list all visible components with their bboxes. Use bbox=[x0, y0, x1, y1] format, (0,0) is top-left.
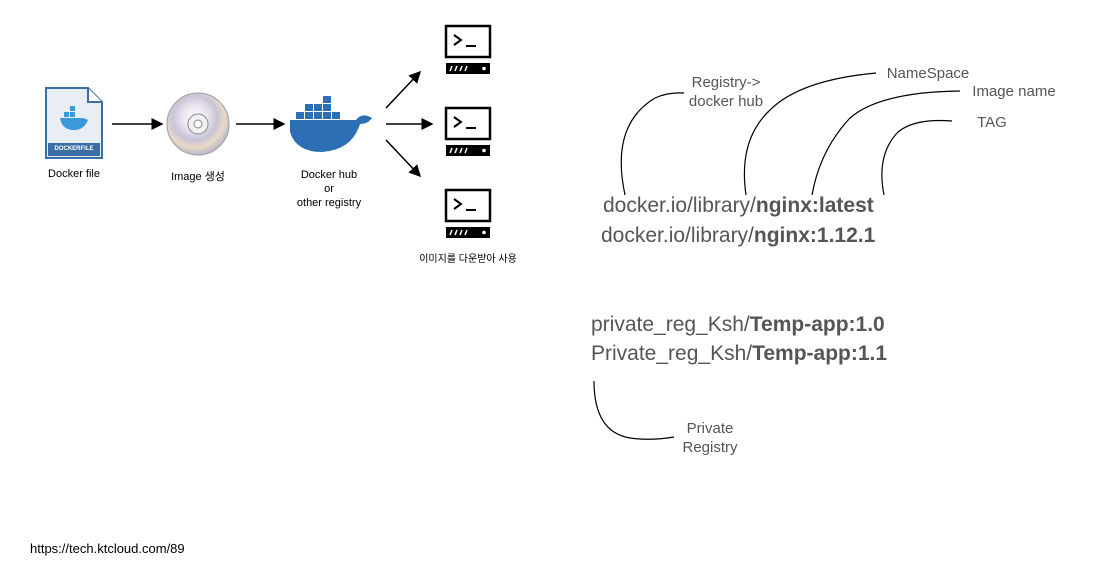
public-example-2-prefix: docker.io/library/ bbox=[601, 224, 754, 247]
private-registry-line2: Registry bbox=[682, 439, 738, 456]
docker-file-label: Docker file bbox=[48, 168, 100, 180]
private-example-2-image: Temp-app:1.1 bbox=[752, 342, 888, 365]
arrow-hub-to-terminal-1 bbox=[385, 70, 422, 109]
download-label: 이미지를 다운받아 사용 bbox=[419, 254, 517, 265]
registry-annotation-line2: docker hub bbox=[688, 93, 764, 110]
registry-leader-line bbox=[620, 92, 685, 196]
private-example-1-prefix: private_reg_Ksh/ bbox=[591, 313, 750, 336]
private-registry-leader-line bbox=[593, 380, 675, 440]
tag-annotation: TAG bbox=[977, 114, 1007, 131]
tag-leader-line bbox=[881, 119, 953, 196]
image-name-leader-line bbox=[811, 90, 961, 196]
private-example-1-image: Temp-app:1.0 bbox=[749, 313, 885, 336]
public-example-1-image: nginx:latest bbox=[755, 194, 874, 217]
disc-icon bbox=[166, 92, 230, 156]
arrow-hub-to-terminal-3 bbox=[385, 139, 422, 178]
docker-whale-icon bbox=[290, 96, 372, 152]
public-example-1-prefix: docker.io/library/ bbox=[603, 194, 756, 217]
hub-label: Docker hub or other registry bbox=[282, 168, 376, 210]
public-example-2: docker.io/library/nginx:1.12.1 bbox=[601, 224, 875, 248]
hub-label-line2: or bbox=[324, 183, 334, 195]
registry-annotation-line1: Registry-> bbox=[691, 74, 761, 91]
namespace-leader-line bbox=[743, 72, 877, 196]
terminal-server-icon bbox=[444, 188, 492, 238]
dockerfile-icon bbox=[45, 87, 103, 159]
hub-label-line3: other registry bbox=[296, 197, 362, 209]
private-example-2: Private_reg_Ksh/Temp-app:1.1 bbox=[591, 342, 887, 366]
terminal-server-icon bbox=[444, 106, 492, 156]
image-name-annotation: Image name bbox=[972, 83, 1056, 100]
public-example-2-image: nginx:1.12.1 bbox=[753, 224, 876, 247]
public-example-1: docker.io/library/nginx:latest bbox=[603, 194, 874, 218]
source-url: https://tech.ktcloud.com/89 bbox=[30, 541, 185, 556]
registry-annotation: Registry-> docker hub bbox=[676, 73, 776, 111]
private-example-1: private_reg_Ksh/Temp-app:1.0 bbox=[591, 313, 885, 337]
private-example-2-prefix: Private_reg_Ksh/ bbox=[591, 342, 753, 365]
hub-label-line1: Docker hub bbox=[300, 169, 358, 181]
private-registry-annotation: Private Registry bbox=[668, 419, 752, 457]
namespace-annotation: NameSpace bbox=[886, 65, 970, 82]
terminal-server-icon bbox=[444, 24, 492, 74]
dockerfile-badge: DOCKERFILE bbox=[54, 146, 94, 152]
image-label: Image 생성 bbox=[171, 171, 225, 183]
private-registry-line1: Private bbox=[686, 420, 734, 437]
